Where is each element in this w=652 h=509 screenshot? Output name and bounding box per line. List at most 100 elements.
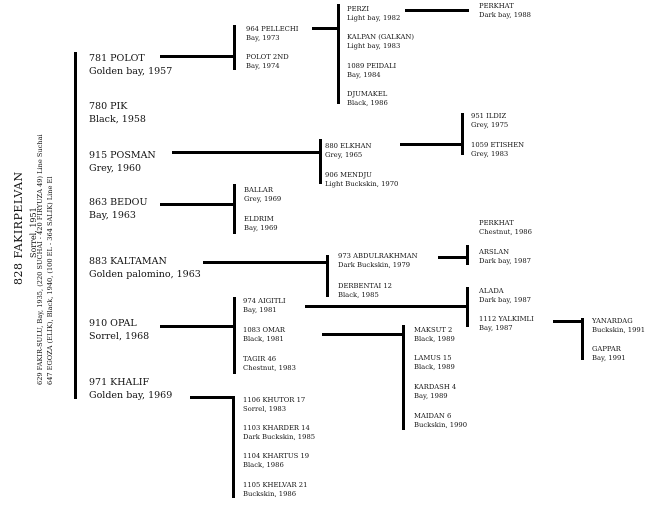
yalkimli-offspring-bracket xyxy=(581,318,584,360)
abdulrakhman-line xyxy=(438,256,468,259)
horse-kalpan: KALPAN (GALKAN) Light bay, 1983 xyxy=(347,33,414,51)
horse-name: PERZI xyxy=(347,5,370,13)
horse-name: 1083 OMAR xyxy=(243,326,286,334)
horse-name: 780 PIK xyxy=(89,101,128,112)
polot-line xyxy=(160,55,234,58)
root-horse-name: 828 FAKIRPELVAN xyxy=(12,171,25,285)
perzi-line xyxy=(405,9,469,12)
horse-name: 880 ELKHAN xyxy=(325,142,372,150)
horse-details: Black, 1989 xyxy=(414,363,455,371)
horse-details: Buckskin, 1991 xyxy=(592,326,646,334)
kaltaman-offspring-bracket xyxy=(326,255,329,297)
horse-details: Bay, 1973 xyxy=(246,34,280,42)
horse-details: Sorrel, 1983 xyxy=(243,405,287,413)
horse-khelvar: 1105 KHELVAR 21 Buckskin, 1986 xyxy=(243,481,307,499)
horse-name: KARDASH 4 xyxy=(414,383,457,391)
horse-gappar: GAPPAR Bay, 1991 xyxy=(592,345,626,363)
horse-details: Grey, 1965 xyxy=(325,151,363,159)
horse-details: Black, 1989 xyxy=(414,335,455,343)
horse-name: 910 OPAL xyxy=(89,318,137,329)
horse-name: KALPAN (GALKAN) xyxy=(347,33,415,41)
aigitli-offspring-bracket xyxy=(466,287,469,327)
horse-details: Grey, 1983 xyxy=(471,150,509,158)
horse-details: Bay, 1981 xyxy=(243,306,277,314)
horse-yanardag: YANARDAG Buckskin, 1991 xyxy=(592,317,645,335)
horse-name: PERKHAT xyxy=(479,219,514,227)
horse-details: Dark bay, 1988 xyxy=(479,11,531,19)
horse-opal: 910 OPAL Sorrel, 1968 xyxy=(89,317,149,343)
horse-details: Black, 1985 xyxy=(338,291,379,299)
horse-details: Grey, 1975 xyxy=(471,121,509,129)
horse-perkhat-1988: PERKHAT Dark bay, 1988 xyxy=(479,2,531,20)
horse-details: Light Buckskin, 1970 xyxy=(325,180,399,188)
horse-perkhat-1986: PERKHAT Chestnut, 1986 xyxy=(479,219,532,237)
horse-details: Bay, 1969 xyxy=(244,224,278,232)
horse-perzi: PERZI Light bay, 1982 xyxy=(347,5,400,23)
horse-name: 883 KALTAMAN xyxy=(89,256,167,267)
horse-details: Chestnut, 1986 xyxy=(479,228,532,236)
horse-maidan: MAIDAN 6 Buckskin, 1990 xyxy=(414,412,467,430)
horse-name: LAMUS 15 xyxy=(414,354,452,362)
horse-khalif: 971 KHALIF Golden bay, 1969 xyxy=(89,376,172,402)
polot-offspring-bracket xyxy=(233,25,236,70)
horse-details: Dark bay, 1987 xyxy=(479,257,531,265)
horse-details: Buckskin, 1986 xyxy=(243,490,297,498)
horse-peidali: 1089 PEIDALI Bay, 1984 xyxy=(347,62,396,80)
horse-details: Dark Buckskin, 1985 xyxy=(243,433,316,441)
horse-details: Black, 1981 xyxy=(243,335,284,343)
pellechi-offspring-bracket xyxy=(337,4,340,104)
omar-offspring-bracket xyxy=(402,325,405,430)
horse-details: Golden palomino, 1963 xyxy=(89,269,201,280)
horse-eldrim: ELDRIM Bay, 1969 xyxy=(244,215,278,233)
horse-details: Bay, 1987 xyxy=(479,324,513,332)
opal-line xyxy=(160,325,234,328)
horse-kardash: KARDASH 4 Bay, 1989 xyxy=(414,383,456,401)
horse-khutor: 1106 KHUTOR 17 Sorrel, 1983 xyxy=(243,396,305,414)
horse-khartus: 1104 KHARTUS 19 Black, 1986 xyxy=(243,452,309,470)
bedou-offspring-bracket xyxy=(233,184,236,234)
horse-bedou: 863 BEDOU Bay, 1963 xyxy=(89,196,147,222)
horse-details: Bay, 1989 xyxy=(414,392,448,400)
horse-name: 1112 YALKIMLI xyxy=(479,315,534,323)
khalif-line xyxy=(190,396,233,399)
horse-elkhan: 880 ELKHAN Grey, 1965 xyxy=(325,142,371,160)
horse-details: Bay, 1984 xyxy=(347,71,381,79)
abdulrakhman-offspring-bracket xyxy=(466,245,469,265)
horse-details: Dark Buckskin, 1979 xyxy=(338,261,411,269)
horse-name: 1106 KHUTOR 17 xyxy=(243,396,306,404)
horse-etishen: 1059 ETISHEN Grey, 1983 xyxy=(471,141,524,159)
horse-ildiz: 951 ILDIZ Grey, 1975 xyxy=(471,112,508,130)
elkhan-line xyxy=(400,143,462,146)
horse-name: DJUMAKEL xyxy=(347,90,388,98)
horse-details: Bay, 1963 xyxy=(89,210,136,221)
horse-details: Dark bay, 1987 xyxy=(479,296,531,304)
horse-abdulrakhman: 973 ABDULRAKHMAN Dark Buckskin, 1979 xyxy=(338,252,418,270)
horse-kharder: 1103 KHARDER 14 Dark Buckskin, 1985 xyxy=(243,424,315,442)
horse-ballar: BALLAR Grey, 1969 xyxy=(244,186,281,204)
horse-details: Light bay, 1983 xyxy=(347,42,401,50)
horse-name: MAIDAN 6 xyxy=(414,412,452,420)
horse-lamus: LAMUS 15 Black, 1989 xyxy=(414,354,455,372)
horse-details: Buckskin, 1990 xyxy=(414,421,468,429)
horse-name: 915 POSMAN xyxy=(89,150,156,161)
horse-name: YANARDAG xyxy=(592,317,633,325)
root-dam-line: 647 EGOZA (ELIK), Black, 1940, (100 EL -… xyxy=(46,176,54,385)
horse-details: Black, 1958 xyxy=(89,114,146,125)
horse-name: 974 AIGITLI xyxy=(243,297,286,305)
horse-name: ELDRIM xyxy=(244,215,274,223)
khalif-offspring-bracket xyxy=(232,396,235,498)
horse-details: Black, 1986 xyxy=(347,99,388,107)
yalkimli-line xyxy=(553,320,583,323)
omar-line xyxy=(322,333,404,336)
horse-name: ALADA xyxy=(479,287,504,295)
elkhan-offspring-bracket xyxy=(461,113,464,155)
horse-yalkimli: 1112 YALKIMLI Bay, 1987 xyxy=(479,315,534,333)
horse-name: POLOT 2ND xyxy=(246,53,289,61)
horse-name: 1105 KHELVAR 21 xyxy=(243,481,308,489)
horse-derbentai: DERBENTAI 12 Black, 1985 xyxy=(338,282,392,300)
horse-details: Grey, 1960 xyxy=(89,163,142,174)
horse-details: Grey, 1969 xyxy=(244,195,282,203)
horse-details: Black, 1986 xyxy=(243,461,284,469)
horse-details: Light bay, 1982 xyxy=(347,14,401,22)
horse-kaltaman: 883 KALTAMAN Golden palomino, 1963 xyxy=(89,255,201,281)
